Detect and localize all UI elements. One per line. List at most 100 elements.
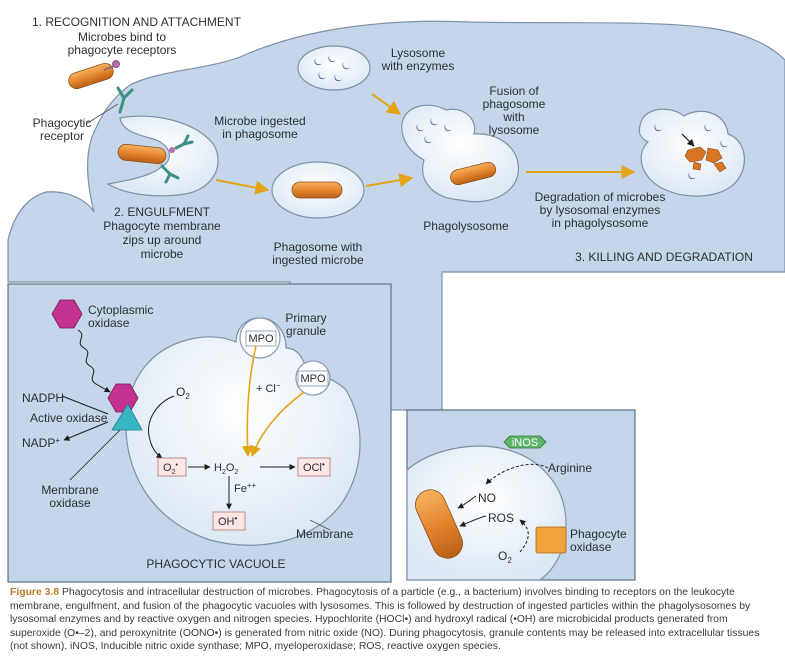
- step1-desc-2: phagocyte receptors: [68, 43, 177, 57]
- fusion-label-1: Fusion of: [489, 84, 539, 98]
- phagosome: [271, 161, 365, 219]
- membrane-oxidase-2: oxidase: [49, 496, 91, 510]
- step2-desc-1: Phagocyte membrane: [103, 219, 221, 233]
- h2o2-h: H: [214, 462, 222, 474]
- degradation-label-3: in phagolysosome: [552, 216, 649, 230]
- oh-label: OH: [218, 516, 235, 528]
- ocl-label: OCl: [303, 462, 322, 474]
- membrane-label: Membrane: [296, 527, 354, 541]
- membrane-oxidase-leader: [69, 429, 121, 481]
- svg-text:NO: NO: [478, 491, 496, 505]
- superoxide-sub: 2: [172, 469, 176, 476]
- primary-granule-2: granule: [286, 324, 326, 338]
- hypochlorite-box: [297, 457, 331, 477]
- svg-text:O2: O2: [498, 549, 512, 565]
- phagosome-label-1: Phagosome with: [274, 240, 363, 254]
- mpo-release-arrow-1: [241, 345, 257, 458]
- svg-text:by lysosomal enzymes: by lysosomal enzymes: [540, 203, 661, 217]
- mpo-release-arrow-2: [250, 391, 305, 458]
- step2-desc-2: zips up around: [123, 233, 202, 247]
- svg-text:oxidase: oxidase: [88, 316, 130, 330]
- phagocytic-receptor: [116, 86, 134, 114]
- lysosome-label-2: with enzymes: [381, 59, 455, 73]
- step1-title: 1. RECOGNITION AND ATTACHMENT: [32, 15, 242, 29]
- phagocyte-oxidase-2: oxidase: [570, 540, 612, 554]
- active-oxidase: [107, 383, 143, 431]
- svg-text:Membrane: Membrane: [41, 483, 99, 497]
- phagolysosome: [401, 104, 519, 203]
- figure-caption: Figure 3.8 Phagocytosis and intracellula…: [10, 586, 778, 654]
- caption-text: Phagocytosis and intracellular destructi…: [10, 587, 760, 653]
- ros-label: ROS: [488, 511, 514, 525]
- primary-granule-1: Primary: [285, 311, 326, 325]
- svg-text:Microbes bind to: Microbes bind to: [78, 30, 166, 44]
- cytoplasmic-oxidase-hexagon: [51, 299, 83, 329]
- fusion-label-2: phagosome: [483, 97, 546, 111]
- superoxide-box: [157, 457, 187, 477]
- nitric-o2-label: O: [498, 549, 507, 563]
- ocl-sup: •: [322, 460, 325, 469]
- svg-text:Phagocyte membrane: Phagocyte membrane: [103, 219, 221, 233]
- phagocyte-oxidase-square: [535, 526, 567, 554]
- mpo-label-2: MPO: [300, 373, 326, 385]
- step1-desc-1: Microbes bind to: [78, 30, 166, 44]
- no-label: NO: [478, 491, 496, 505]
- phagocytosis-diagram: 1. RECOGNITION AND ATTACHMENT Microbes b…: [7, 15, 785, 583]
- nitric-o2-sub: 2: [507, 556, 512, 565]
- svg-text:receptor: receptor: [40, 129, 84, 143]
- cl-sup: −: [276, 381, 281, 390]
- svg-text:1. RECOGNITION AND ATTACHMENT: 1. RECOGNITION AND ATTACHMENT: [32, 15, 242, 29]
- microbe-in-pocket: [117, 134, 194, 184]
- h2o2-o: O: [226, 462, 235, 474]
- degradation-label-1: Degradation of microbes: [535, 190, 666, 204]
- active-oxidase-label: Active oxidase: [30, 411, 108, 425]
- phagolysosome-label: Phagolysosome: [423, 219, 509, 233]
- nadph-arrow: [61, 395, 109, 415]
- microbe-ingested-2: in phagosome: [222, 127, 298, 141]
- membrane-oxidase-1: Membrane: [41, 483, 99, 497]
- svg-text:Phagosome with: Phagosome with: [274, 240, 363, 254]
- no-arrow: [457, 495, 477, 509]
- nadp-arrow: [63, 421, 109, 441]
- process-arrows: [215, 93, 636, 195]
- step3-title: 3. KILLING AND DEGRADATION: [575, 250, 753, 264]
- svg-text:Membrane: Membrane: [296, 527, 354, 541]
- fe-sup: ++: [247, 481, 257, 490]
- svg-text:Microbe ingested: Microbe ingested: [214, 114, 305, 128]
- fe-label: Fe: [234, 483, 247, 495]
- svg-text:granule: granule: [286, 324, 326, 338]
- step2-title: 2. ENGULFMENT: [114, 205, 211, 219]
- svg-text:OH•: OH•: [218, 514, 238, 528]
- o2-sub: 2: [185, 392, 190, 401]
- cytoplasmic-oxidase-1: Cytoplasmic: [88, 303, 153, 317]
- svg-text:phagocyte receptors: phagocyte receptors: [68, 43, 177, 57]
- cl-label: + Cl: [256, 383, 276, 395]
- svg-text:H2O2: H2O2: [214, 462, 238, 476]
- svg-text:NADPH: NADPH: [22, 391, 64, 405]
- svg-text:+ Cl−: + Cl−: [256, 381, 281, 395]
- superoxide-label: O: [163, 462, 172, 474]
- lysosome-label-1: Lysosome: [391, 46, 446, 60]
- svg-text:Fusion of: Fusion of: [489, 84, 539, 98]
- svg-text:2. ENGULFMENT: 2. ENGULFMENT: [114, 205, 211, 219]
- receptor-leader: [85, 103, 119, 125]
- receptor-label-1: Phagocytic: [33, 116, 92, 130]
- svg-text:Degradation of microbes: Degradation of microbes: [535, 190, 666, 204]
- svg-text:iNOS: iNOS: [512, 437, 538, 449]
- phagosome-label-2: ingested microbe: [272, 253, 364, 267]
- activation-squiggle: [77, 329, 111, 393]
- svg-text:Fe++: Fe++: [234, 481, 257, 495]
- free-microbe: [68, 60, 120, 90]
- engulfment-pocket: [106, 115, 219, 197]
- svg-text:zips up around: zips up around: [123, 233, 202, 247]
- inos-badge: [503, 435, 547, 449]
- svg-text:OCl•: OCl•: [303, 460, 325, 474]
- svg-text:lysosome: lysosome: [489, 123, 540, 137]
- svg-text:phagosome: phagosome: [483, 97, 546, 111]
- svg-text:Phagocytic: Phagocytic: [33, 116, 92, 130]
- o2-to-superoxide-arrow: [148, 395, 175, 459]
- svg-text:O2: O2: [176, 385, 190, 401]
- svg-text:PHAGOCYTIC VACUOLE: PHAGOCYTIC VACUOLE: [146, 557, 285, 571]
- svg-text:Lysosome: Lysosome: [391, 46, 446, 60]
